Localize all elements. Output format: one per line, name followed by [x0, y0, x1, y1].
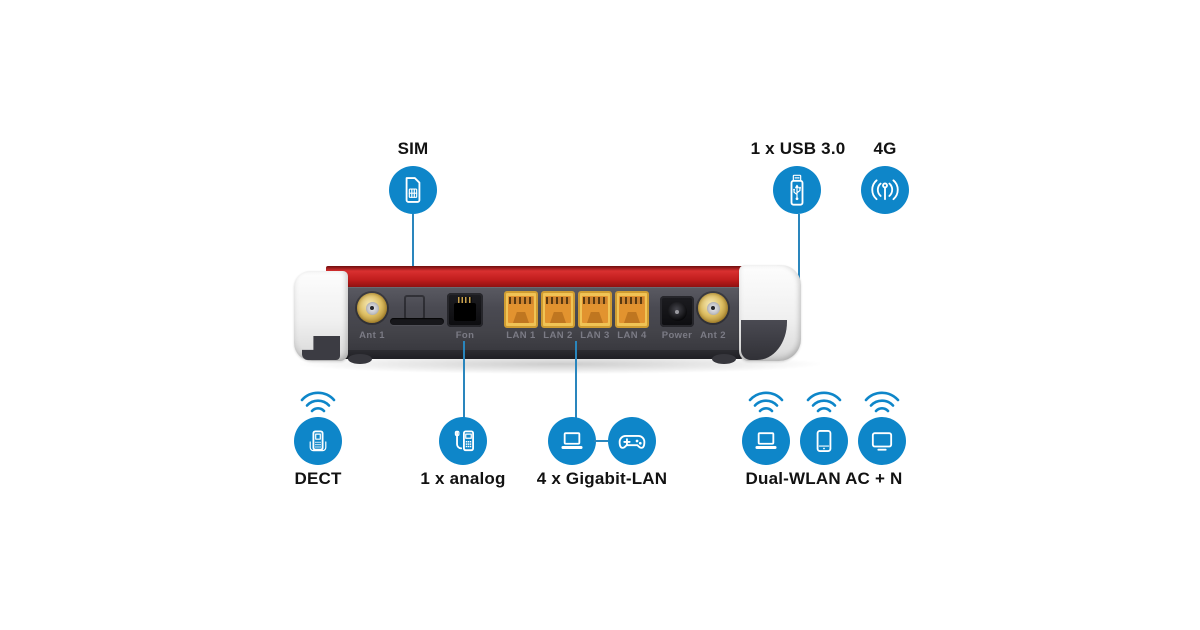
port-label-lan4: LAN 4 [617, 330, 647, 341]
lte-label: 4G [873, 139, 897, 158]
antenna-signal-icon [871, 179, 899, 201]
lte-feature-badge [861, 166, 909, 214]
port-label-fon: Fon [455, 330, 475, 341]
port-label-power: Power [661, 330, 693, 341]
power-jack-pin [675, 309, 679, 314]
lan-port-pins [620, 297, 644, 304]
dual-wlan-label: Dual-WLAN AC + N [745, 469, 903, 488]
port-label-lan2: LAN 2 [543, 330, 573, 341]
tv-icon [871, 432, 893, 451]
power-jack [660, 296, 694, 327]
lan-laptop-badge [548, 417, 596, 465]
sim-label: SIM [397, 139, 429, 158]
wlan-tv-badge [858, 417, 906, 465]
lan-gaming-badge [608, 417, 656, 465]
wlan-laptop-badge [742, 417, 790, 465]
port-label-ant2: Ant 2 [700, 330, 726, 341]
router-top-red-band [326, 266, 750, 291]
desk-phone-icon [454, 430, 474, 452]
usb-label: 1 x USB 3.0 [750, 139, 846, 158]
lan-port-tab [587, 312, 603, 323]
smartphone-icon [816, 430, 832, 452]
router-foot [712, 354, 736, 364]
lan-port-4 [615, 291, 649, 328]
sim-slot-marking [404, 295, 425, 320]
lan-port-tab [550, 312, 566, 323]
lan-port-pins [546, 297, 570, 304]
lan-callout-line [575, 341, 577, 418]
lan-port-1 [504, 291, 538, 328]
router-bottom-edge [330, 350, 746, 359]
dect-feature-badge [294, 417, 342, 465]
sim-callout-line [412, 214, 414, 298]
port-label-lan3: LAN 3 [580, 330, 610, 341]
cordless-phone-icon [309, 430, 327, 452]
usb-feature-badge [773, 166, 821, 214]
lan-port-pins [509, 297, 533, 304]
lan-port-pins [583, 297, 607, 304]
lan-port-tab [513, 312, 529, 323]
port-label-ant1: Ant 1 [359, 330, 385, 341]
power-jack-ring [667, 302, 687, 321]
lan-port-3 [578, 291, 612, 328]
antenna-connector-1 [357, 293, 387, 323]
laptop-icon [561, 432, 583, 449]
usb-stick-icon [790, 174, 804, 206]
antenna-connector-center [711, 306, 715, 310]
analog-feature-badge [439, 417, 487, 465]
fon-callout-line [463, 341, 465, 418]
wifi-waves-icon [864, 391, 900, 413]
router-shadow [300, 354, 820, 374]
lan-port-2 [541, 291, 575, 328]
wifi-waves-icon [806, 391, 842, 413]
game-controller-icon [618, 435, 646, 449]
badge-connector-line [594, 440, 608, 442]
lan-port-tab [624, 312, 640, 323]
analog-label: 1 x analog [420, 469, 506, 488]
gigabit-lan-label: 4 x Gigabit-LAN [536, 469, 668, 488]
sim-card-icon [405, 177, 421, 203]
wifi-waves-icon [748, 391, 784, 413]
fon-port [447, 293, 483, 327]
antenna-connector-center [370, 306, 374, 310]
wlan-smartphone-badge [800, 417, 848, 465]
laptop-icon [755, 432, 777, 449]
fon-port-pins [458, 297, 472, 303]
sim-card-slot [390, 318, 444, 325]
antenna-connector-2 [698, 293, 728, 323]
dect-label: DECT [294, 469, 342, 488]
port-label-lan1: LAN 1 [506, 330, 536, 341]
sim-feature-badge [389, 166, 437, 214]
antenna-connector-pin [365, 301, 379, 315]
wifi-waves-icon [300, 391, 336, 413]
antenna-connector-pin [706, 301, 720, 315]
router-foot [348, 354, 372, 364]
fon-port-hole [454, 303, 476, 321]
